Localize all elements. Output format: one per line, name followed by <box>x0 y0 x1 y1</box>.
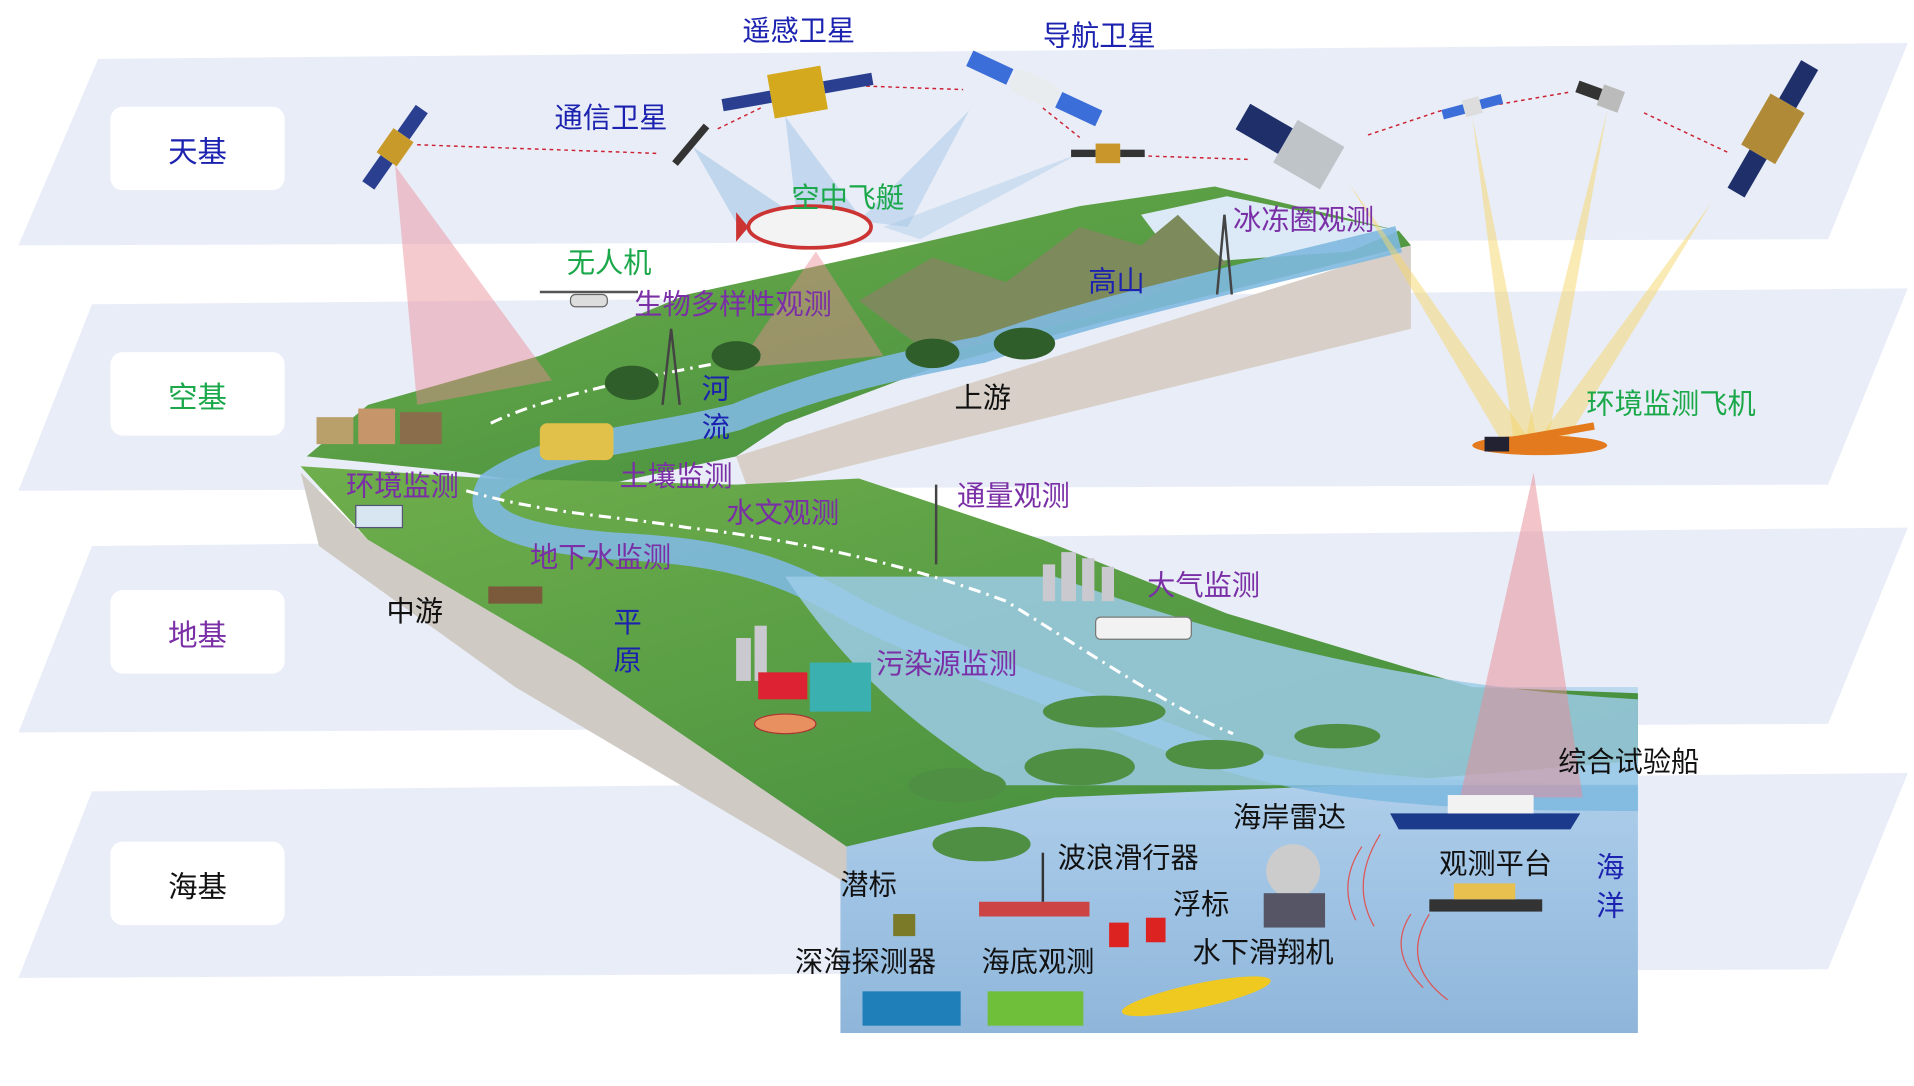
delta-water <box>785 576 1638 786</box>
label-underwater-glider: 水下滑翔机 <box>1192 937 1334 970</box>
label-atmosphere: 大气监测 <box>1147 570 1261 603</box>
buoy-icon <box>1109 917 1166 948</box>
label-env-monitoring: 环境监测 <box>345 471 459 504</box>
satellite-icon <box>721 65 874 119</box>
village-buildings <box>316 408 442 445</box>
aircraft-icon <box>1472 422 1608 456</box>
coastal-radar-icon <box>1263 844 1326 928</box>
label-hydrology: 水文观测 <box>726 498 840 531</box>
research-ship-icon <box>1390 795 1581 830</box>
label-research-ship: 综合试验船 <box>1558 747 1700 780</box>
seabed-observation-image <box>987 991 1084 1026</box>
satellite-icon <box>1575 80 1625 113</box>
label-pollution: 污染源监测 <box>876 649 1018 681</box>
label-coastal-radar: 海岸雷达 <box>1233 802 1346 835</box>
label-drone: 无人机 <box>566 247 652 280</box>
islands <box>907 695 1381 862</box>
label-seabed-observation: 海底观测 <box>981 947 1095 980</box>
satellite-icon <box>966 50 1103 127</box>
label-midstream: 中游 <box>386 596 443 629</box>
label-navigation-satellite: 导航卫星 <box>1042 20 1156 53</box>
trees <box>604 327 1056 400</box>
monitoring-station-icon <box>355 504 543 604</box>
subsurface-buoy-icon <box>893 914 916 937</box>
satellite-icon <box>1235 103 1345 190</box>
label-communication-satellite: 通信卫星 <box>554 103 668 135</box>
satellite-icon <box>1441 94 1504 120</box>
label-plain: 平原 <box>613 607 642 678</box>
layer-label-space: 天基 <box>110 106 285 191</box>
label-ocean: 海洋 <box>1596 852 1625 923</box>
monitoring-van-icon <box>1095 616 1192 640</box>
satellite-icon <box>1727 60 1819 198</box>
label-cryosphere: 冰冻圈观测 <box>1233 204 1375 237</box>
airship-icon <box>736 204 873 250</box>
label-wave-glider: 波浪滑行器 <box>1057 842 1199 875</box>
label-remote-sensing-satellite: 遥感卫星 <box>742 15 856 48</box>
band-space <box>18 42 1908 246</box>
platform-icon <box>1429 883 1543 912</box>
label-biodiversity: 生物多样性观测 <box>634 289 832 322</box>
layer-label-ground: 地基 <box>110 590 285 674</box>
deep-sea-probe-image <box>862 991 961 1026</box>
city-buildings <box>736 552 1115 681</box>
label-airship: 空中飞艇 <box>791 182 905 215</box>
label-mountain: 高山 <box>1088 266 1145 299</box>
label-subsurface-buoy: 潜标 <box>840 869 897 902</box>
satellite-links <box>417 85 1731 161</box>
satellite-icon <box>672 123 710 166</box>
layer-label-sea: 海基 <box>110 841 285 926</box>
satellite-icon <box>1071 143 1145 164</box>
satellite-icon <box>362 104 428 190</box>
layer-label-air: 空基 <box>110 352 285 436</box>
label-flux: 通量观测 <box>956 480 1070 513</box>
crops <box>539 423 614 461</box>
underwater-glider-icon <box>1121 976 1271 1017</box>
label-platform: 观测平台 <box>1439 849 1553 881</box>
drone-icon <box>539 290 638 308</box>
label-groundwater: 地下水监测 <box>530 542 672 575</box>
tower-icon <box>661 214 1234 565</box>
wave-glider-icon <box>979 852 1090 917</box>
label-soil: 土壤监测 <box>619 461 733 494</box>
label-upstream: 上游 <box>954 382 1011 415</box>
cliff-upper <box>736 245 1411 491</box>
cliff-lower <box>300 472 847 884</box>
label-env-aircraft: 环境监测飞机 <box>1586 388 1756 421</box>
label-river: 河流 <box>701 374 731 445</box>
label-buoy: 浮标 <box>1172 889 1230 922</box>
mountains <box>858 214 1227 356</box>
factory-icon <box>753 662 872 735</box>
radar-waves <box>1347 833 1449 1001</box>
label-deep-sea-probe: 深海探测器 <box>795 947 937 980</box>
